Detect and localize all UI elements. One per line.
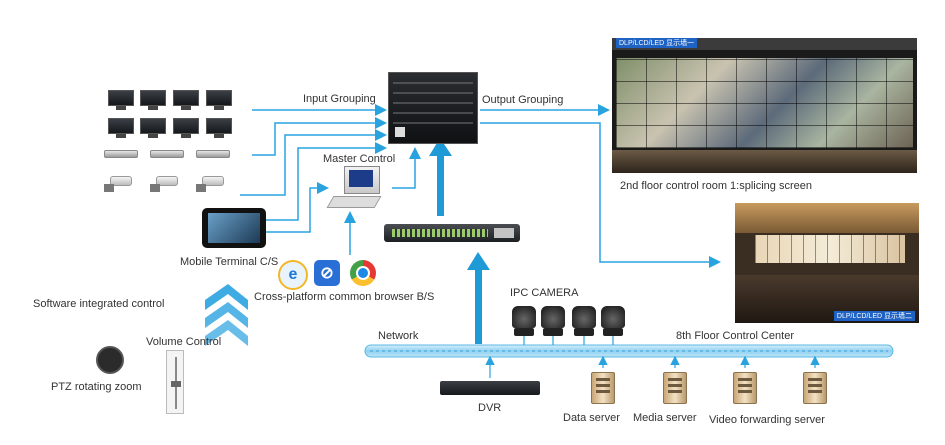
splicing-screen-photo: DLP/LCD/LED 显示墙一 xyxy=(612,38,917,173)
eighth-floor-label: 8th Floor Control Center xyxy=(676,330,794,342)
data-server-label: Data server xyxy=(563,412,620,424)
ipc-camera-icon xyxy=(572,306,596,336)
master-control-label: Master Control xyxy=(323,153,396,165)
network-label: Network xyxy=(378,330,419,342)
media-server-label: Media server xyxy=(633,412,697,424)
bullet-camera-icon xyxy=(150,176,180,192)
monitor-icon xyxy=(173,90,199,110)
safari-browser-icon: ⊘ xyxy=(314,260,340,286)
input-grouping-label: Input Grouping xyxy=(303,93,376,105)
software-integrated-label: Software integrated control xyxy=(33,298,165,310)
control-center-photo: DLP/LCD/LED 显示墙二 xyxy=(735,203,919,323)
tablet-icon xyxy=(202,208,266,248)
dvr-device-icon xyxy=(196,150,230,158)
computer-icon xyxy=(326,166,386,216)
ipc-camera-label: IPC CAMERA xyxy=(510,287,579,299)
monitor-icon xyxy=(108,90,134,110)
server-icon xyxy=(733,372,757,404)
monitor-icon xyxy=(206,118,232,138)
output-grouping-label: Output Grouping xyxy=(482,94,564,106)
server-icon xyxy=(663,372,687,404)
server-icon xyxy=(591,372,615,404)
bullet-camera-icon xyxy=(196,176,226,192)
chevron-arrows-icon xyxy=(205,284,248,346)
volume-control-label: Volume Control xyxy=(146,336,222,348)
ptz-zoom-label: PTZ rotating zoom xyxy=(51,381,142,393)
mobile-terminal-label: Mobile Terminal C/S xyxy=(180,256,279,268)
cross-platform-label: Cross-platform common browser B/S xyxy=(254,291,435,303)
monitor-icon xyxy=(140,118,166,138)
chrome-browser-icon xyxy=(350,260,376,286)
screen1-tag: DLP/LCD/LED 显示墙一 xyxy=(616,38,698,48)
switch-icon xyxy=(384,224,520,242)
server-icon xyxy=(803,372,827,404)
ie-browser-icon: e xyxy=(278,260,308,290)
dvr-device-icon xyxy=(104,150,138,158)
dvr-device-icon xyxy=(150,150,184,158)
ipc-camera-icon xyxy=(601,306,625,336)
volume-slider-icon xyxy=(166,350,184,414)
bullet-camera-icon xyxy=(104,176,134,192)
monitor-icon xyxy=(140,90,166,110)
screen2-tag: DLP/LCD/LED 显示墙二 xyxy=(833,311,915,321)
monitor-icon xyxy=(206,90,232,110)
monitor-icon xyxy=(108,118,134,138)
ipc-camera-icon xyxy=(512,306,536,336)
dvr-icon xyxy=(440,381,540,395)
ptz-dome-icon xyxy=(96,346,124,374)
dvr-label: DVR xyxy=(478,402,502,414)
video-forwarding-label: Video forwarding server xyxy=(709,414,825,426)
ipc-camera-icon xyxy=(541,306,565,336)
monitor-icon xyxy=(173,118,199,138)
matrix-controller-icon xyxy=(388,72,478,144)
room1-caption: 2nd floor control room 1:splicing screen xyxy=(620,180,812,192)
